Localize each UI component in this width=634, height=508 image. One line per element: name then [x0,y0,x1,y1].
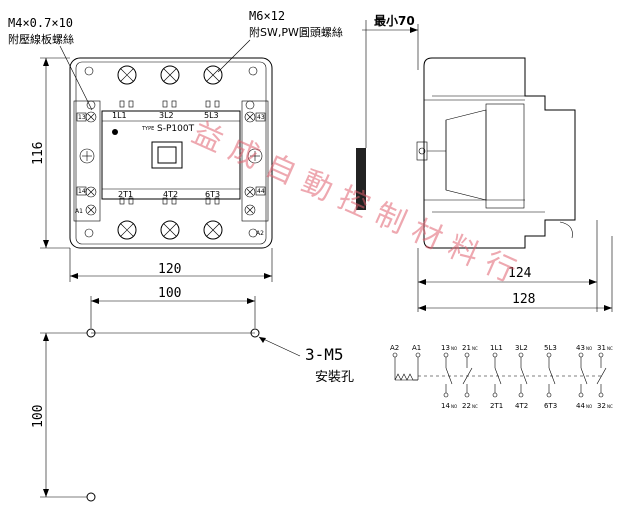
terminal-1l1: 1L1 [112,111,127,120]
aux-22-schematic: 22 [462,402,471,410]
top-terminal-screws [117,65,223,85]
side-armature [445,109,487,201]
side-overall-depth-value: 128 [512,292,535,307]
mount-vertical-value: 100 [31,405,46,428]
main-2t1-schematic: 2T1 [490,402,503,410]
aux-43-schematic: 43 [576,344,585,352]
main-screw-leader [217,39,251,73]
aux-14-label: 14 [78,188,86,195]
main-3l2-schematic: 3L2 [515,344,528,352]
wiring-schematic: A2 A1 13 NO 21 NC 1L1 3L2 5L3 43 NO 31 N… [390,344,613,410]
aux-14-suffix: NO [451,404,457,409]
terminal-2t1: 2T1 [118,190,133,199]
aux-22-suffix: NC [472,404,478,409]
aux-43-label: 43 [257,114,265,121]
front-width-dimension: 120 [69,248,273,282]
aux-32-schematic: 32 [597,402,606,410]
left-aux-block: 13 14 A1 [73,100,101,222]
front-width-value: 120 [158,262,181,277]
terminal-screw-label: M4×0.7×10 [8,16,73,30]
corner-hole [84,228,94,238]
main-screw-note: 附SW,PW圓頭螺絲 [249,25,343,39]
side-outline [423,57,576,249]
aux-14-schematic: 14 [441,402,450,410]
side-depth-value: 124 [508,266,532,281]
bottom-terminal-screws [117,220,223,240]
terminal-5l3: 5L3 [204,111,219,120]
coil-a2-label: A2 [256,230,264,237]
main-6t3-schematic: 6T3 [544,402,557,410]
corner-hole [248,228,258,238]
terminal-6t3: 6T3 [205,190,220,199]
front-height-value: 116 [31,142,46,165]
aux-31-schematic: 31 [597,344,606,352]
coil-symbol [394,373,418,381]
min-clearance-label: 最小70 [374,13,415,28]
mount-holes-label: 3-M5 [305,345,344,364]
aux-32-suffix: NC [607,404,613,409]
indicator-window-inner [157,146,177,164]
watermark-text: 益成自動控制材料行 [187,115,530,293]
model-number: S-P100T [157,124,195,134]
indicator-window [151,141,183,169]
main-4t2-schematic: 4T2 [515,402,528,410]
terminal-3l2: 3L2 [159,111,174,120]
coil-a1-schematic-label: A1 [412,344,421,352]
mount-horizontal-value: 100 [158,286,181,301]
rail-clip-icon [356,148,366,210]
type-prefix: TYPE [141,126,154,132]
brand-logo-icon [112,129,118,135]
aux-13-schematic: 13 [441,344,450,352]
aux-13-suffix: NO [451,346,457,351]
terminal-screw-note: 附壓線板螺絲 [8,32,74,46]
main-1l1-schematic: 1L1 [490,344,503,352]
aux-13-label: 13 [78,114,86,121]
front-view: 1L1 3L2 5L3 2T1 4T2 6T3 TYPE S-P100T 13 … [31,57,273,282]
mount-holes-note: 安裝孔 [315,370,354,385]
aux-44-label: 44 [257,188,265,195]
aux-43-suffix: NO [586,346,592,351]
right-aux-block: 43 44 A2 [241,100,269,237]
front-inner-outline [75,61,267,245]
main-5l3-schematic: 5L3 [544,344,557,352]
coil-a1-label: A1 [75,208,83,215]
front-height-dimension: 116 [31,57,70,249]
corner-hole [84,66,94,76]
aux-21-suffix: NC [472,346,478,351]
aux-44-suffix: NO [586,404,592,409]
callouts: M4×0.7×10 附壓線板螺絲 M6×12 附SW,PW圓頭螺絲 [8,9,343,111]
front-body [101,110,241,200]
front-outline [69,57,273,249]
main-screw-label: M6×12 [249,9,285,23]
aux-31-suffix: NC [607,346,613,351]
aux-21-schematic: 21 [462,344,471,352]
coil-a2-schematic-label: A2 [390,344,399,352]
mounting-pattern: 100 100 3-M5 安裝孔 [31,286,354,502]
terminal-4t2: 4T2 [163,190,178,199]
side-view: 最小70 124 128 [356,13,613,312]
contact-symbols [418,357,607,393]
terminal-marks [119,100,220,205]
corner-hole [248,66,258,76]
mount-hole [86,492,96,502]
aux-44-schematic: 44 [576,402,585,410]
